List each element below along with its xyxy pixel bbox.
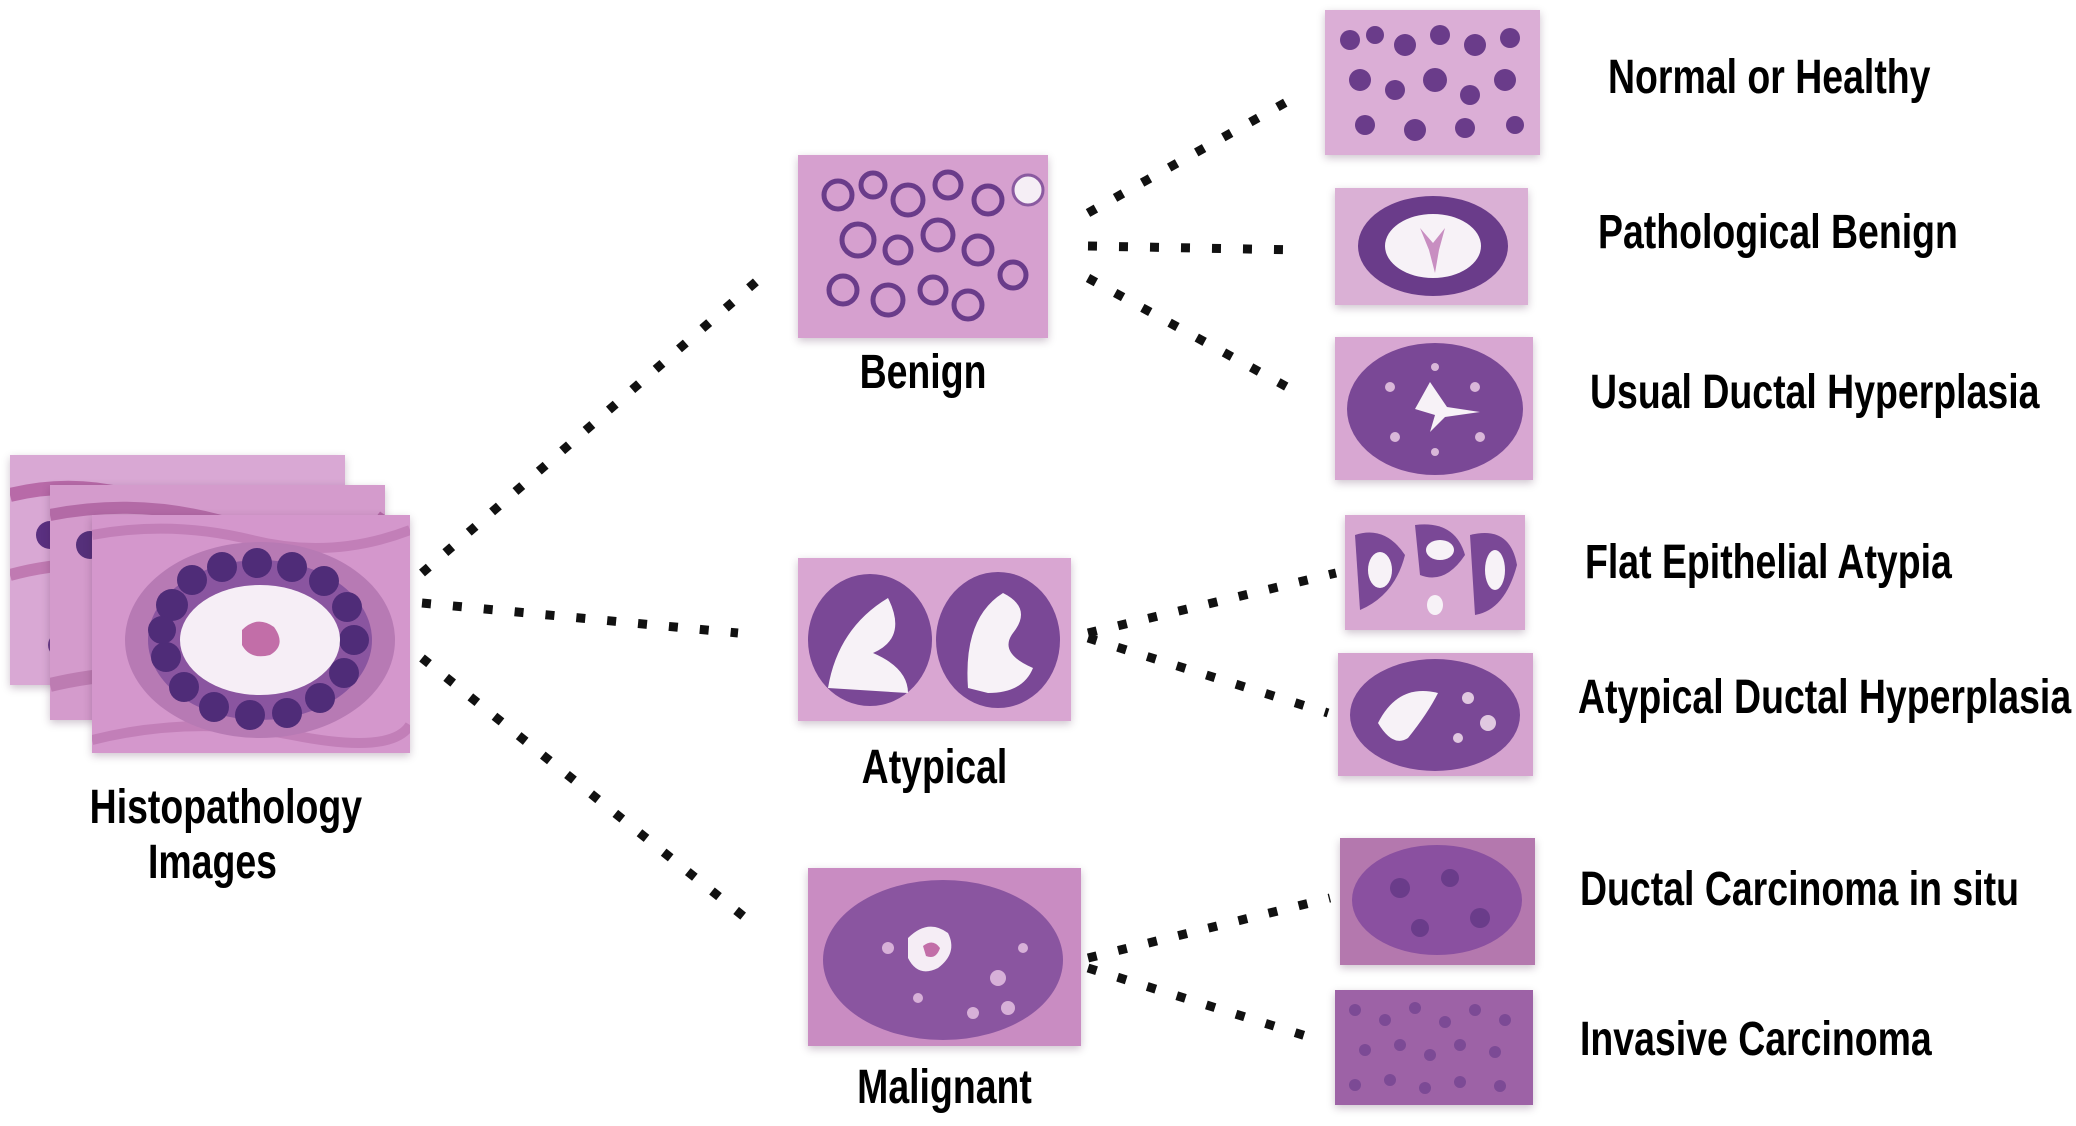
root-label: Histopathology Images (90, 780, 362, 890)
subtype-image-invasive (1335, 990, 1533, 1105)
connector-benign-udh (1085, 274, 1301, 397)
subtype-image-pathological-benign (1335, 188, 1528, 305)
subtype-label-dcis: Ductal Carcinoma in situ (1580, 863, 2019, 916)
subtype-label-adh: Atypical Ductal Hyperplasia (1578, 671, 2072, 724)
connector-atypical-adh (1086, 633, 1330, 718)
subtype-image-udh (1335, 337, 1533, 480)
root-label-line2: Images (147, 836, 278, 890)
category-label-benign: Benign (859, 346, 987, 399)
subtype-image-adh (1338, 653, 1533, 776)
subtype-image-dcis (1340, 838, 1535, 965)
connector-malignant-dcis (1086, 893, 1332, 963)
connector-root-benign (419, 276, 761, 577)
category-image-benign (798, 155, 1048, 338)
connector-root-malignant (419, 654, 761, 932)
subtype-image-fea (1345, 515, 1525, 630)
category-label-malignant: Malignant (857, 1061, 1032, 1114)
root-label-line1: Histopathology (89, 781, 363, 834)
subtype-label-fea: Flat Epithelial Atypia (1585, 536, 1952, 589)
subtype-label-normal: Normal or Healthy (1608, 51, 1931, 104)
connector-malignant-invasive (1086, 963, 1324, 1046)
connector-root-atypical (421, 598, 739, 638)
subtype-image-normal (1325, 10, 1540, 155)
subtype-label-udh: Usual Ductal Hyperplasia (1590, 366, 2040, 419)
category-image-atypical (798, 558, 1071, 721)
category-label-atypical: Atypical (861, 741, 1008, 794)
subtype-label-invasive: Invasive Carcinoma (1580, 1013, 1932, 1066)
category-image-malignant (808, 868, 1081, 1046)
connector-benign-pathological (1087, 241, 1301, 255)
subtype-label-pathological-benign: Pathological Benign (1598, 206, 1958, 259)
connector-atypical-fea (1086, 568, 1338, 638)
root-image-front (92, 515, 410, 753)
connector-benign-normal (1085, 96, 1293, 217)
